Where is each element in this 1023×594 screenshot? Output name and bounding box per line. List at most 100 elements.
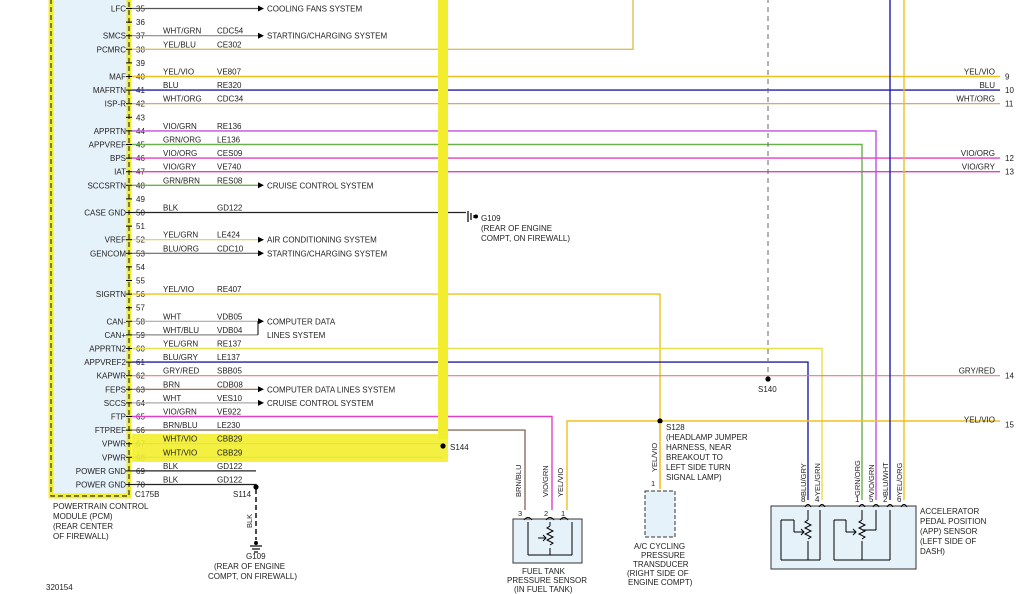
wire-pin-70 <box>132 483 257 487</box>
pin-circuit-id: GD122 <box>217 476 243 485</box>
pin-circuit-id: GD122 <box>217 462 243 471</box>
connector-id: C175B <box>135 490 159 499</box>
app-wire-label: VIO/GRN <box>867 464 876 496</box>
system-arrow <box>258 318 264 325</box>
pcm-pin-name: LFC <box>111 5 126 14</box>
splice-s114-label: S114 <box>233 490 252 499</box>
splice-s114-dot <box>253 484 259 490</box>
pcm-pin-name: SCCSRTN <box>87 181 126 190</box>
fuel-sensor-pin-3: 3 <box>518 509 522 518</box>
splice-s128-label-2: HARNESS, NEAR <box>666 443 732 452</box>
pin-circuit-id: CBB29 <box>217 448 243 457</box>
wire-pin-45 <box>132 143 863 500</box>
wire-pin-61 <box>132 361 809 500</box>
wire-pin-44 <box>132 130 877 500</box>
pin-wire-color: YEL/BLU <box>163 40 196 49</box>
pin-wire-color: WHT <box>163 312 181 321</box>
right-wire-color: YEL/VIO <box>964 68 995 77</box>
app-pin-terminal <box>872 504 880 508</box>
pcm-pin-number: 54 <box>136 263 145 272</box>
app-sensor-box <box>770 505 917 570</box>
pin-circuit-id: RE320 <box>217 81 242 90</box>
pcm-pin-name: CAN- <box>106 317 126 326</box>
right-wire-color: VIO/GRY <box>962 163 996 172</box>
fuel-sensor-label-0: FUEL TANK <box>522 567 566 576</box>
app-pin-terminal <box>818 504 826 508</box>
pin-wire-color: WHT/GRN <box>163 27 201 36</box>
pin-circuit-id: VDB04 <box>217 326 243 335</box>
ac-pin-label: 1 <box>651 479 655 488</box>
system-label: LINES SYSTEM <box>267 331 326 340</box>
pcm-module-border <box>50 0 130 497</box>
ac-label-3: (RIGHT SIDE OF <box>627 569 689 578</box>
system-arrow <box>258 386 264 393</box>
pin-wire-color: WHT/VIO <box>163 448 197 457</box>
app-wire-label: YEL/ORG <box>895 462 904 496</box>
pin-wire-color: YEL/VIO <box>163 285 194 294</box>
right-wire-color: GRY/RED <box>959 367 996 376</box>
pin-circuit-id: RE136 <box>217 122 242 131</box>
g109-case-label-2: COMPT, ON FIREWALL) <box>481 234 570 243</box>
pin-circuit-id: CDC54 <box>217 27 244 36</box>
system-label: CRUISE CONTROL SYSTEM <box>267 399 374 408</box>
right-wire-ref: 9 <box>1005 73 1010 82</box>
system-label: STARTING/CHARGING SYSTEM <box>267 32 387 41</box>
splice-s128-label-0: S128 <box>666 423 685 432</box>
app-label-3: (LEFT SIDE OF <box>920 537 976 546</box>
pcm-pin-name: POWER GND <box>76 467 126 476</box>
splice-group: S144 S140 S128 (HEADLAMP JUMPER HARNESS,… <box>233 376 777 499</box>
fuel-sensor-wire-2: YEL/VIO <box>556 468 565 497</box>
pcm-pin-name: SMCS <box>103 32 126 41</box>
pin-wire-color: GRN/ORG <box>163 136 201 145</box>
app-pin-number: 4 <box>815 495 820 504</box>
pin-circuit-id: VDB05 <box>217 312 243 321</box>
right-wire-color: BLU <box>979 81 995 90</box>
system-arrow <box>258 182 264 189</box>
pcm-label-1: MODULE (PCM) <box>53 512 113 521</box>
pin-circuit-id: LE136 <box>217 136 241 145</box>
pin-circuit-id: RES08 <box>217 176 243 185</box>
pin-circuit-id: CE302 <box>217 40 242 49</box>
system-arrow <box>258 250 264 257</box>
pcm-pin-number: 55 <box>136 277 145 286</box>
ac-label-2: TRANSDUCER <box>633 560 689 569</box>
splice-s128-label-1: (HEADLAMP JUMPER <box>666 433 748 442</box>
fuel-sensor-label-1: PRESSURE SENSOR <box>507 576 587 585</box>
pin-circuit-id: SBB05 <box>217 367 242 376</box>
right-wire-label-group: YEL/VIO9BLU10WHT/ORG11VIO/ORG12VIO/GRY13… <box>956 68 1014 430</box>
g109-case-label-0: G109 <box>481 214 501 223</box>
wire-pin-60 <box>132 347 823 500</box>
pin-wire-color: BRN <box>163 380 180 389</box>
fuel-sensor-wire-0: BRN/BLU <box>514 464 523 497</box>
ground-g109-case: G109 (REAR OF ENGINE COMPT, ON FIREWALL) <box>467 211 570 243</box>
right-wire-color: WHT/ORG <box>956 95 995 104</box>
app-label-4: DASH) <box>920 547 945 556</box>
pin-wire-color: YEL/VIO <box>163 68 194 77</box>
pcm-pin-name: VPWR <box>102 453 126 462</box>
ac-cycling-pressure-transducer: YEL/VIO 1 A/C CYCLING PRESSURE TRANSDUCE… <box>627 423 693 587</box>
app-pin-number: 8 <box>801 495 806 504</box>
pcm-pin-number: 51 <box>136 222 145 231</box>
pcm-pin-number: 43 <box>136 113 145 122</box>
system-arrow <box>258 399 264 406</box>
pcm-pin-name: APPRTN <box>94 127 127 136</box>
pcm-pin-name: BPS <box>110 154 126 163</box>
ground-g109-power: BLK G109 (REAR OF ENGINE COMPT, ON FIREW… <box>208 489 297 581</box>
fuel-sensor-pin-2: 2 <box>544 509 548 518</box>
system-arrow <box>258 5 264 12</box>
system-label: COOLING FANS SYSTEM <box>267 5 362 14</box>
pin-wire-color: WHT/ORG <box>163 95 202 104</box>
pin-wire-color: WHT/VIO <box>163 435 197 444</box>
pcm-pin-name: CAN+ <box>104 331 126 340</box>
pin-circuit-id: GD122 <box>217 204 243 213</box>
ac-label-4: ENGINE COMPT) <box>628 578 693 587</box>
pcm-pin-name: GENCOM <box>90 249 126 258</box>
wire-s128-fuel <box>566 420 660 510</box>
pcm-pin-name: IAT <box>114 168 126 177</box>
app-wire-label: BLU/GRY <box>799 463 808 496</box>
wire-group <box>132 0 1000 510</box>
ac-wire-label: YEL/VIO <box>650 443 659 472</box>
app-sensor: BLU/GRY8YEL/GRN4GRN/ORG1VIO/GRN5BLU/WHT2… <box>770 460 987 570</box>
pin-wire-color: BLU/GRY <box>163 353 199 362</box>
pin-wire-color: GRN/BRN <box>163 176 200 185</box>
